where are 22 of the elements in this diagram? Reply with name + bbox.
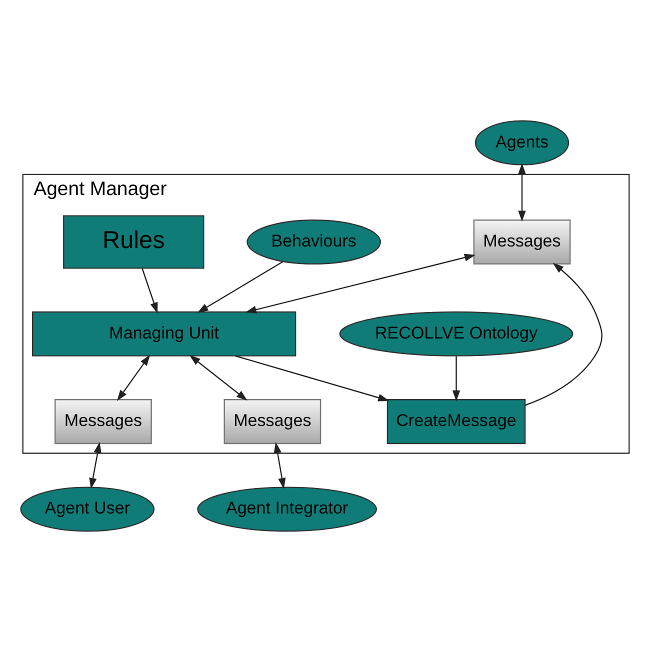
node-ellipse: Agent User [20,486,155,532]
arrow [235,355,390,402]
node-ellipse: RECOLLVE Ontology [339,311,574,356]
arrow [274,442,286,489]
arrow [142,268,158,314]
node-box: Messages [54,399,152,444]
node-ellipse: Agent Integrator [197,486,377,532]
node-box: Messages [473,219,571,265]
node-box: Rules [63,215,204,269]
arrow [525,262,602,406]
node-box: Managing Unit [32,311,296,356]
arrow [189,355,248,401]
arrow [518,163,526,222]
node-ellipse: Agents [474,120,570,166]
arrow [89,442,102,489]
arrow [197,261,284,313]
node-ellipse: Behaviours [246,219,382,265]
arrow [452,356,460,402]
node-box: Messages [224,399,322,444]
arrow [117,354,150,402]
arrow [245,254,476,314]
node-box: CreateMessage [386,399,526,444]
